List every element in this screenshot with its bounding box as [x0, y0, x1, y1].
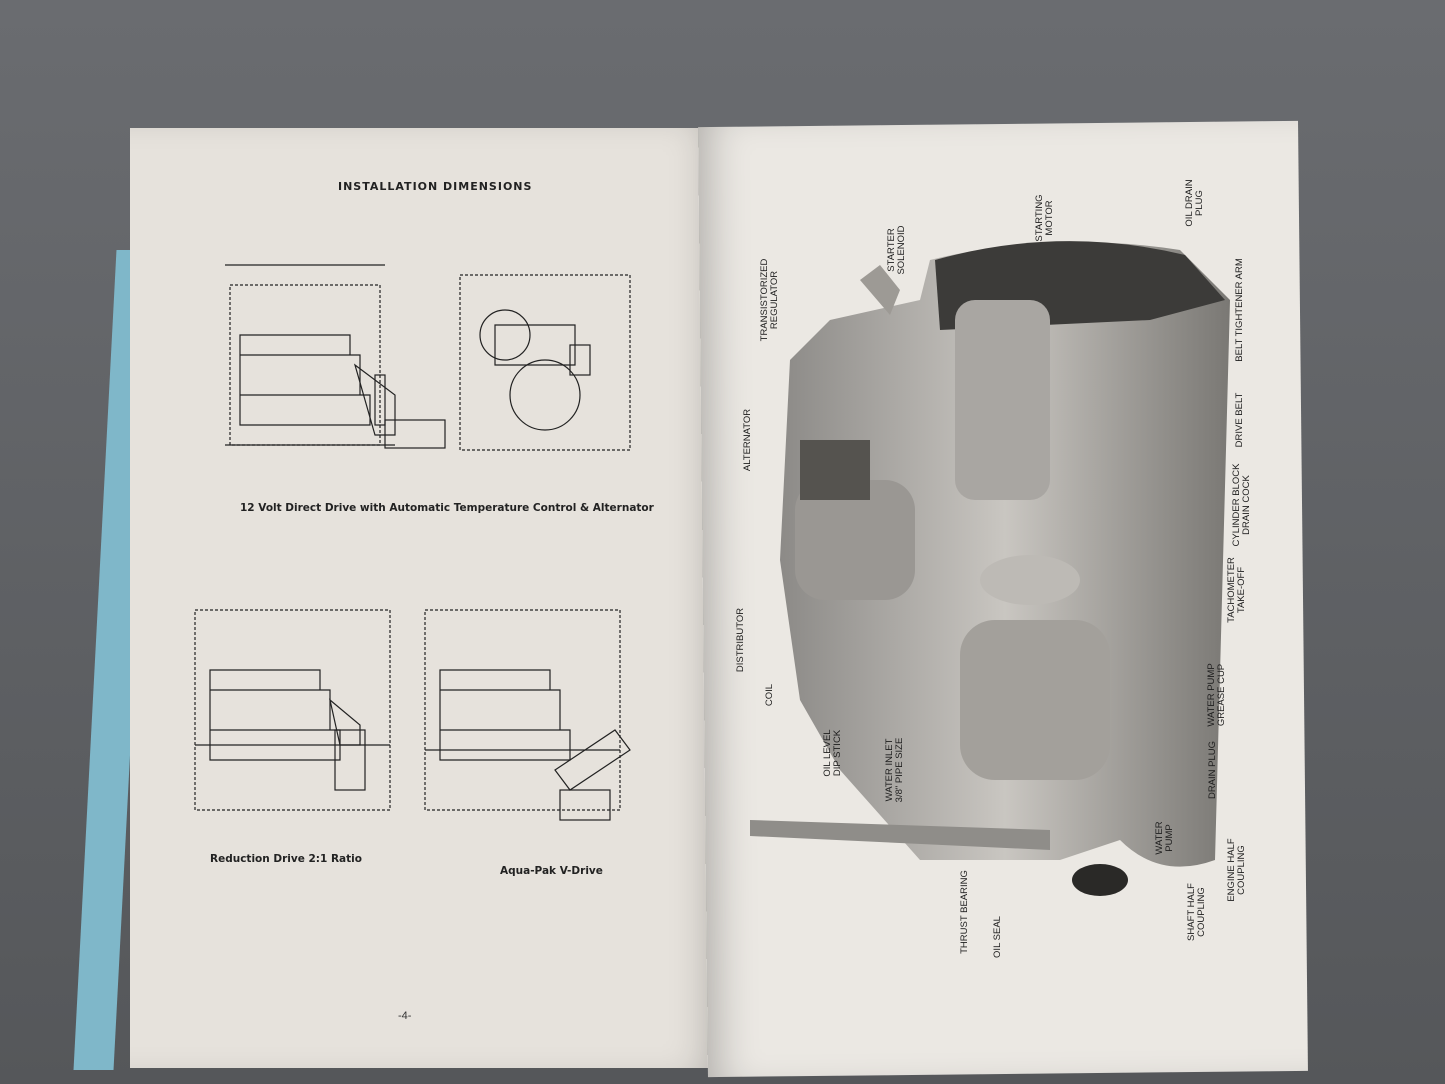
- label-distributor: DISTRIBUTOR: [735, 607, 746, 673]
- label-thrust-bearing: THRUST BEARING: [959, 870, 970, 954]
- label-drive-belt: DRIVE BELT: [1234, 392, 1245, 448]
- label-alternator: ALTERNATOR: [742, 408, 753, 472]
- drawing-v-drive: [424, 609, 631, 821]
- caption-reduction-drive: Reduction Drive 2:1 Ratio: [210, 853, 362, 865]
- label-drain-plug: DRAIN PLUG: [1207, 740, 1218, 800]
- label-coil: COIL: [764, 683, 775, 707]
- drawing-reduction-drive: [194, 609, 391, 811]
- drawing-direct-drive: [225, 264, 631, 451]
- page-title: INSTALLATION DIMENSIONS: [338, 180, 533, 193]
- page-number: -4-: [398, 1010, 412, 1022]
- label-belt-tightener-arm: BELT TIGHTENER ARM: [1234, 258, 1245, 362]
- label-oil-seal: OIL SEAL: [992, 916, 1003, 958]
- left-page: [130, 128, 720, 1068]
- caption-v-drive: Aqua-Pak V-Drive: [500, 865, 603, 877]
- caption-direct-drive: 12 Volt Direct Drive with Automatic Temp…: [240, 502, 654, 514]
